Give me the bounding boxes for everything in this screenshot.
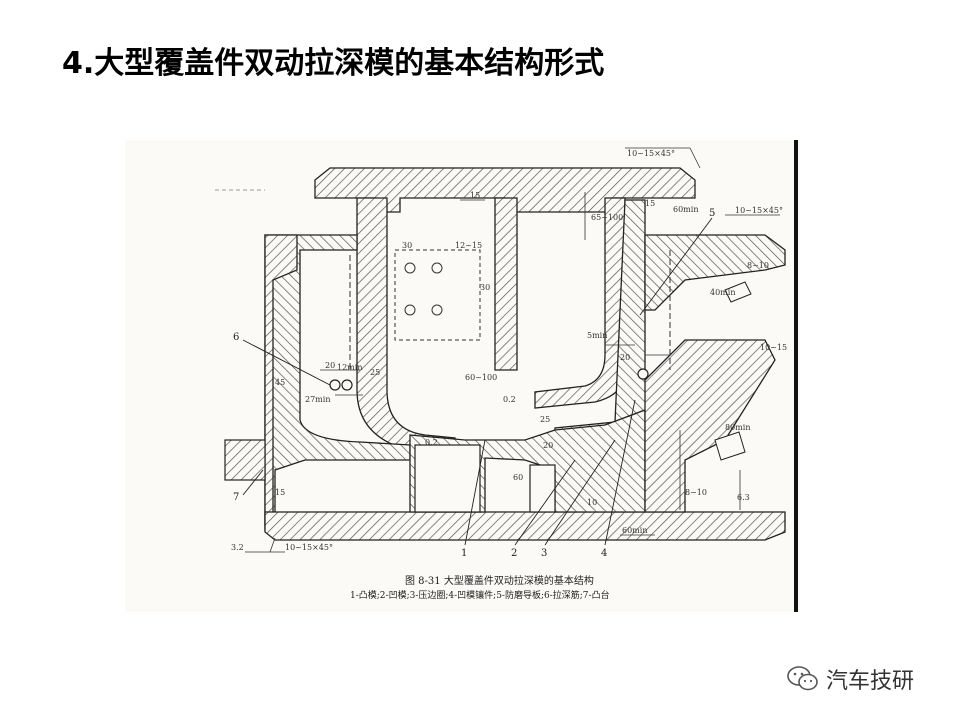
- dim-0-2: 0.2: [425, 438, 438, 447]
- dim-12min: 12min: [337, 363, 362, 372]
- frame-line: [794, 140, 798, 612]
- punch-right-leg: [534, 197, 626, 409]
- callout-6: 6: [233, 332, 239, 343]
- dim-10-15: 10~15: [760, 343, 787, 352]
- dim-chamfer-right: 10~15×45°: [735, 206, 783, 215]
- die-drawing: 1 2 3 4 5 6 7 10~15×45° 10~15×45° 10~15×…: [125, 140, 800, 612]
- punch-center-rib: [494, 197, 518, 371]
- draw-bead: [329, 379, 341, 391]
- dim-0-2b: 0.2: [503, 395, 516, 404]
- die-right-wedge: [644, 339, 776, 513]
- die-base-plate: [264, 511, 786, 541]
- die-cross-section: 1 2 3 4 5 6 7 10~15×45° 10~15×45° 10~15×…: [215, 140, 798, 612]
- dim-30b: 30: [480, 283, 490, 292]
- dim-25: 25: [370, 368, 380, 377]
- dim-12-15: 12~15: [455, 241, 482, 250]
- dim-80min: 80min: [725, 423, 750, 432]
- callout-4: 4: [601, 548, 607, 559]
- watermark-label: 汽车技研: [826, 669, 915, 694]
- die-pocket: [529, 464, 556, 513]
- dim-20-mid: 20: [543, 441, 553, 450]
- dim-15-bottom: 15: [275, 488, 285, 497]
- guide-bracket: [644, 234, 786, 311]
- dim-45: 45: [275, 378, 285, 387]
- dim-20-right: 20: [620, 353, 630, 362]
- figure-caption-title: 图 8-31 大型覆盖件双动拉深模的基本结构: [405, 576, 594, 587]
- dim-30: 30: [402, 241, 412, 250]
- dim-20-left: 20: [325, 361, 335, 370]
- dim-15-right: 15: [645, 199, 655, 208]
- callout-5: 5: [709, 208, 715, 219]
- dim-8-10-bottom: 8~10: [685, 488, 707, 497]
- dim-3-2: 3.2: [231, 543, 244, 552]
- punch-left-leg: [356, 197, 456, 456]
- dim-chamfer-bottom: 10~15×45°: [285, 543, 333, 552]
- die-cavity: [414, 444, 481, 513]
- dim-60min-bottom: 60min: [622, 526, 647, 535]
- dim-27min: 27min: [305, 395, 330, 404]
- dim-25-mid: 25: [540, 415, 550, 424]
- dim-60: 60: [513, 473, 523, 482]
- boss-left: [224, 439, 266, 481]
- dim-10: 10: [587, 498, 597, 507]
- watermark: 汽车技研: [786, 664, 914, 694]
- callout-3: 3: [541, 548, 547, 559]
- callout-7: 7: [233, 492, 239, 503]
- die-left-block: [264, 234, 411, 526]
- dim-15-top: 15: [470, 191, 480, 200]
- callout-2: 2: [511, 548, 517, 559]
- dim-60-100: 60~100: [465, 373, 497, 382]
- dim-8-10: 8~10: [747, 261, 769, 270]
- figure-caption-parts: 1-凸模;2-凹模;3-压边圈;4-凹模镶件;5-防磨导板;6-拉深筋;7-凸台: [350, 591, 610, 601]
- dim-60min-top: 60min: [673, 205, 698, 214]
- wechat-icon: [787, 666, 818, 691]
- slide-title: 4.大型覆盖件双动拉深模的基本结构形式: [62, 46, 605, 81]
- dim-6-3: 6.3: [737, 493, 750, 502]
- dim-5min: 5min: [587, 331, 607, 340]
- dim-65-100: 65~100: [591, 213, 623, 222]
- callout-1: 1: [461, 548, 467, 559]
- dim-chamfer-top: 10~15×45°: [627, 149, 675, 158]
- dim-40min-right: 40min: [710, 288, 735, 297]
